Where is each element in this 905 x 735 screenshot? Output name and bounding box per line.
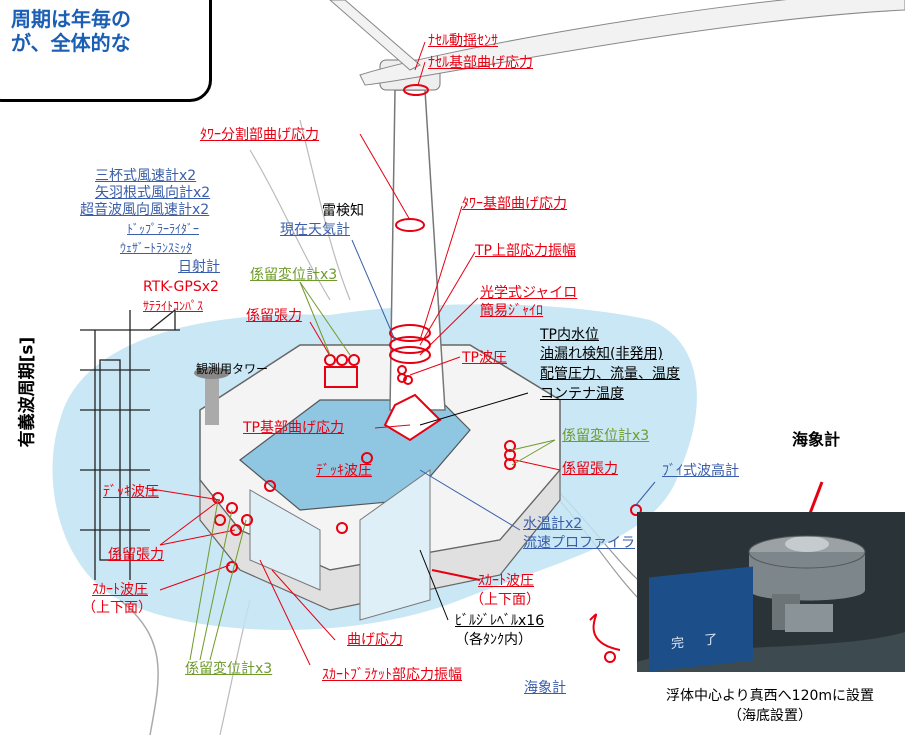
label-deck-wave-center: ﾃﾞｯｷ波圧 [316,463,372,479]
label-mooring-tension-right: 係留張力 [562,461,618,477]
photo-screen: 完 了 [649,566,753,672]
label-tp-water-level: TP内水位 [540,327,599,343]
label-water-thermometer: 水温計x2 [523,516,583,532]
label-vane-wind-direction: 矢羽根式風向計x2 [95,185,211,201]
label-bilge-level: ﾋﾞﾙｼﾞﾚﾍﾞﾙx16 [455,613,545,629]
y-axis-label: 有義波周期[s] [17,336,38,448]
label-cup-anemometer: 三杯式風速計x2 [95,168,197,184]
label-tower-base-bending: ﾀﾜｰ基部曲げ応力 [462,196,567,212]
wave-meter-device [637,535,905,672]
label-bilge-level-sub: （各ﾀﾝｸ内） [455,632,532,648]
callout-box: 周期は年毎の が、全体的な [0,0,212,102]
mast-schematic [80,309,180,580]
label-skirt-wave-left: ｽｶｰﾄ波圧 [92,582,148,598]
label-pipe-pressure: 配管圧力、流量、温度 [540,366,680,382]
label-doppler-lidar: ﾄﾞｯﾌﾟﾗｰﾗｲﾀﾞｰ [127,222,200,236]
label-skirt-bracket: ｽｶｰﾄﾌﾞﾗｹｯﾄ部応力振幅 [322,667,462,683]
label-optical-gyro: 光学式ジャイロ [480,285,578,301]
label-nacelle-sway-sensor: ﾅｾﾙ動揺ｾﾝｻ [428,33,498,49]
label-lightning-detection: 雷検知 [322,203,364,219]
label-tp-upper-stress: TP上部応力振幅 [475,243,576,259]
label-tp-wave-pressure: TP波圧 [462,350,507,366]
label-rtk-gps: RTK-GPSx2 [143,279,219,295]
label-oil-leak: 油漏れ検知(非発用) [540,346,663,362]
label-nacelle-base-bending: ﾅｾﾙ基部曲げ応力 [428,55,533,71]
label-skirt-wave-left-sub: （上下面） [82,600,152,616]
label-deck-wave-left: ﾃﾞｯｷ波圧 [103,484,159,500]
label-tp-base-bending: TP基部曲げ応力 [243,420,344,436]
label-current-profiler: 流速プロファイラ [523,535,635,551]
label-present-weather: 現在天気計 [280,222,350,238]
callout-text: 周期は年毎の が、全体的な [11,7,131,55]
label-weather-transmitter: ｳｪｻﾞｰﾄﾗﾝｽﾐｯﾀ [120,241,193,255]
label-bending-stress: 曲げ応力 [347,632,403,648]
label-wave-meter-bottom: 海象計 [524,680,566,696]
label-mooring-tension-left: 係留張力 [108,547,164,563]
label-container-temp: コンテナ温度 [540,386,624,402]
label-skirt-wave-right-sub: （上下面） [470,592,540,608]
label-pyranometer: 日射計 [178,259,220,275]
label-satellite-compass: ｻﾃﾗｲﾄｺﾝﾊﾟｽ [143,299,204,313]
label-simple-gyro: 簡易ｼﾞｬｲﾛ [480,303,543,319]
photo-caption: 浮体中心より真西へ120mに設置 （海底設置） [665,688,875,724]
label-mooring-displacement-top: 係留変位計x3 [250,267,338,283]
label-mooring-displacement-bottom: 係留変位計x3 [185,661,273,677]
label-buoy-wave-gauge: ﾌﾞｲ式波高計 [662,463,739,479]
observation-tower-label: 観測用タワー [196,362,269,376]
label-tower-split-bending: ﾀﾜｰ分割部曲げ応力 [200,127,319,143]
label-mooring-tension-top: 係留張力 [246,308,302,324]
label-mooring-displacement-right: 係留変位計x3 [562,428,650,444]
label-skirt-wave-right: ｽｶｰﾄ波圧 [478,573,534,589]
wave-meter-title: 海象計 [792,430,841,449]
label-ultrasonic-anemometer: 超音波風向風速計x2 [80,202,210,218]
rotor-blade [359,0,905,86]
wave-meter-photo: 完 了 [637,512,905,672]
